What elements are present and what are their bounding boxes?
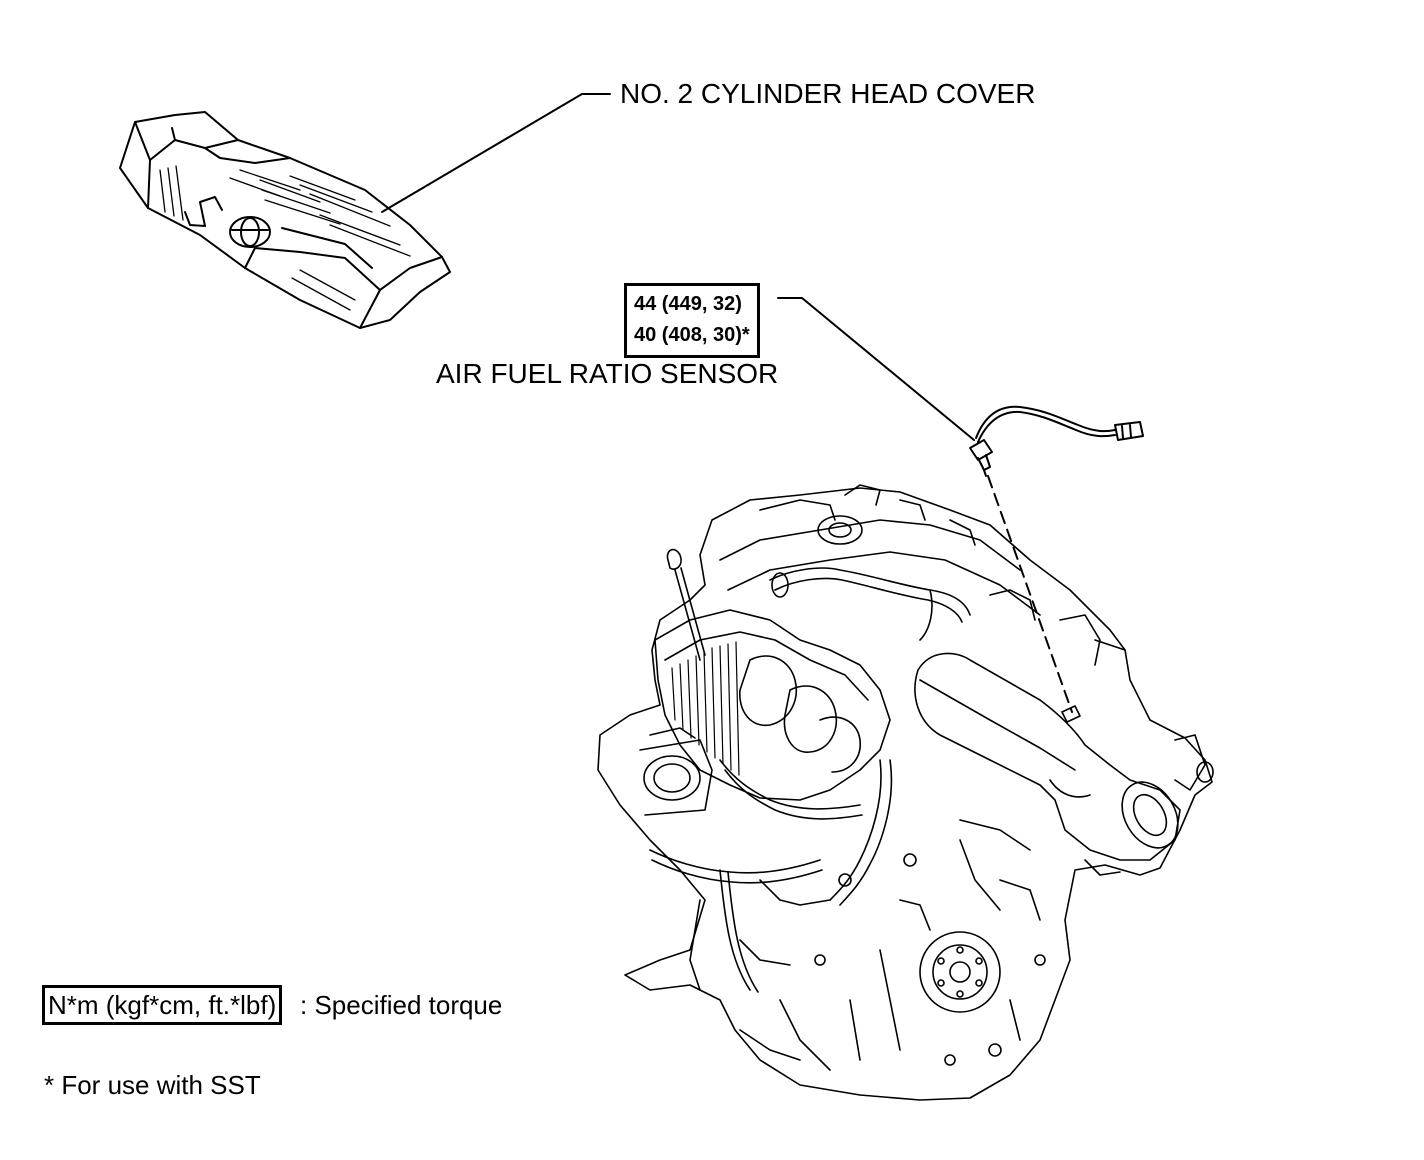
torque-leader-line	[777, 297, 975, 441]
sst-footnote: * For use with SST	[44, 1070, 261, 1100]
air-fuel-ratio-sensor-label: AIR FUEL RATIO SENSOR	[436, 358, 779, 389]
cover-leader-line	[381, 93, 611, 213]
sensor-torque-box: 44 (449, 32) 40 (408, 30)*	[624, 283, 760, 358]
air-fuel-ratio-sensor-part	[969, 405, 1144, 477]
cylinder-head-cover-part	[119, 111, 451, 329]
torque-units-legend-box: N*m (kgf*cm, ft.*lbf)	[42, 985, 283, 1025]
torque-spec-line-1: 44 (449, 32)	[634, 293, 742, 315]
installation-dashed-line	[987, 475, 1073, 713]
torque-spec-line-2: 40 (408, 30)*	[634, 324, 750, 346]
engine-assembly	[597, 484, 1214, 1101]
torque-legend-description: : Specified torque	[300, 990, 503, 1020]
cylinder-head-cover-label: NO. 2 CYLINDER HEAD COVER	[620, 78, 1036, 109]
